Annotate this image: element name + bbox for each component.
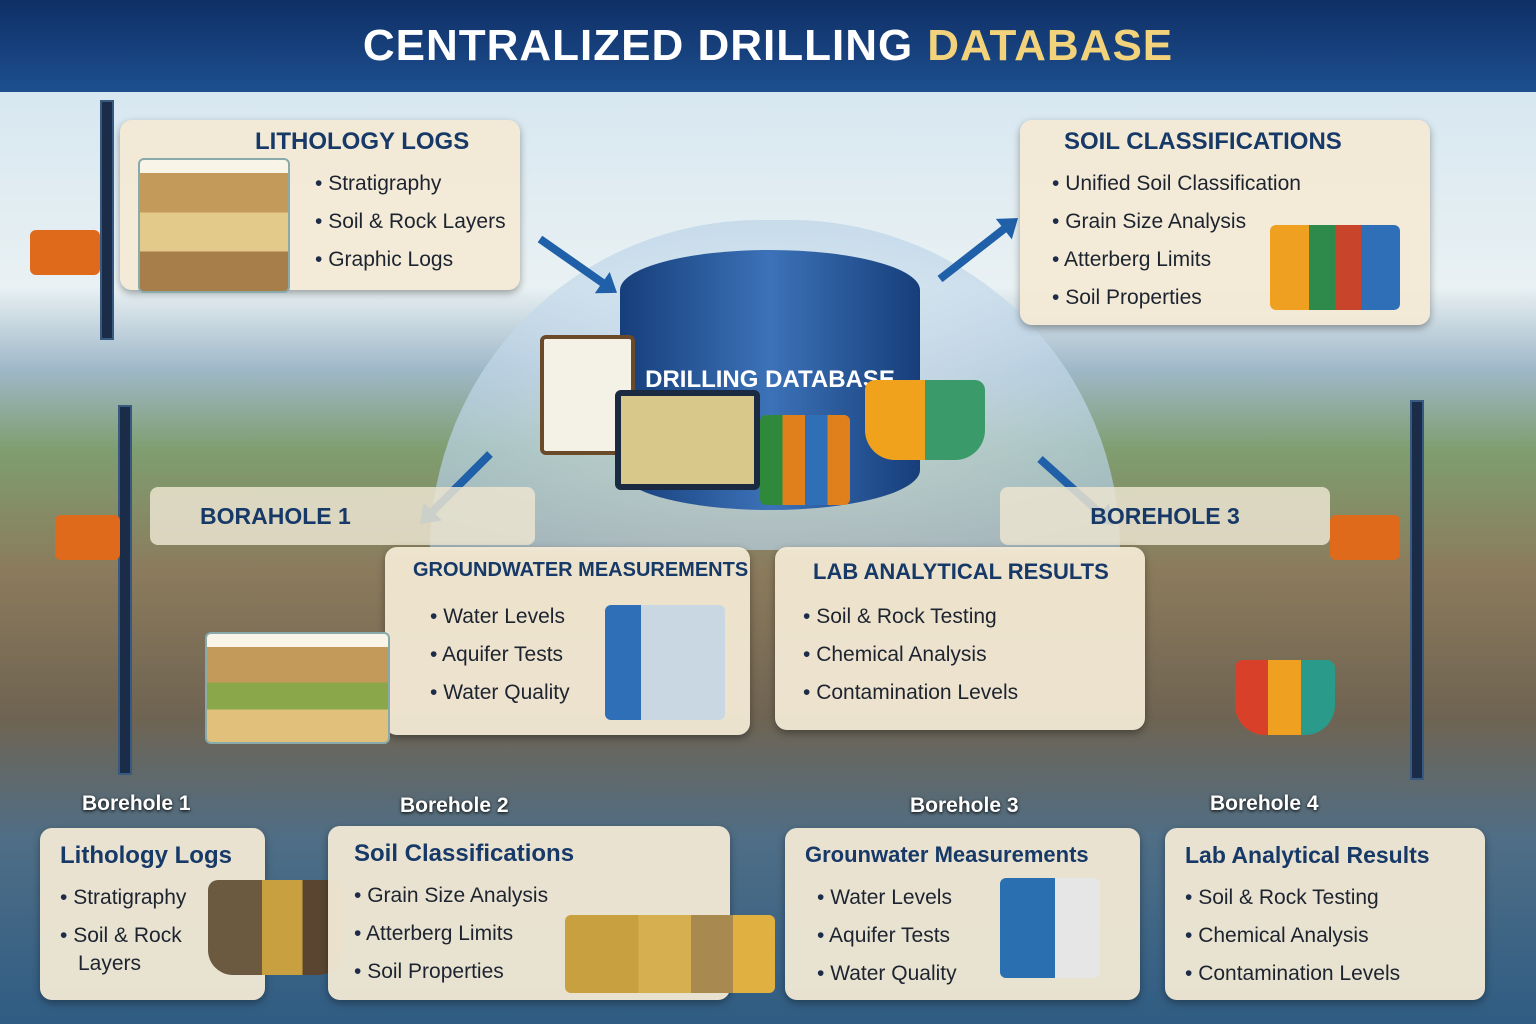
list-item: Soil & Rock Layers xyxy=(315,210,505,234)
title-part1: CENTRALIZED DRILLING xyxy=(362,21,914,70)
drill-rig-icon xyxy=(100,100,114,340)
list-item: Soil & Rock xyxy=(60,924,186,948)
title-part2: DATABASE xyxy=(927,21,1174,70)
list-item: Soil Properties xyxy=(1052,286,1301,310)
panel-title: LITHOLOGY LOGS xyxy=(255,128,470,155)
soil-flasks-icon xyxy=(208,880,343,975)
flask-icon xyxy=(865,380,985,460)
database-label: DRILLING DATABASE xyxy=(645,366,895,393)
log-sheet-icon xyxy=(138,158,290,293)
bar-chart-icon xyxy=(760,415,850,505)
borehole-label-right: BOREHOLE 3 xyxy=(1000,487,1330,545)
borehole-label-text: BORAHOLE 1 xyxy=(200,502,351,529)
title-bar: CENTRALIZED DRILLING DATABASE xyxy=(0,0,1536,92)
borehole-label-text: BOREHOLE 3 xyxy=(1090,502,1240,529)
list-item: Grain Size Analysis xyxy=(1052,210,1301,234)
drill-rig-icon xyxy=(118,405,132,775)
list-item: Chemical Analysis xyxy=(803,643,1018,667)
computer-map-icon xyxy=(615,390,760,490)
list-item: Soil & Rock Testing xyxy=(1185,886,1400,910)
borehole-label-left: BORAHOLE 1 xyxy=(150,487,535,545)
list-item: Chemical Analysis xyxy=(1185,924,1400,948)
flasks-icon xyxy=(1235,660,1335,735)
sample-jars-icon xyxy=(565,915,775,993)
arrow-icon xyxy=(937,223,1010,283)
lithology-logs-panel: LITHOLOGY LOGS Stratigraphy Soil & Rock … xyxy=(120,120,520,293)
excavator-icon xyxy=(30,230,100,275)
bottom-groundwater-panel: Grounwater Measurements Water Levels Aqu… xyxy=(785,828,1140,1000)
water-gauge-icon xyxy=(605,605,725,720)
list-item: Soil Properties xyxy=(354,960,548,984)
panel-title: Lab Analytical Results xyxy=(1185,842,1430,868)
lab-results-panel: LAB ANALYTICAL RESULTS Soil & Rock Testi… xyxy=(775,547,1145,730)
list-item: Contamination Levels xyxy=(803,681,1018,705)
list-item: Atterberg Limits xyxy=(354,922,548,946)
borehole-label: Borehole 3 xyxy=(910,794,1019,817)
list-item: Water Levels xyxy=(817,886,957,910)
panel-title: Soil Classifications xyxy=(354,840,575,867)
excavator-icon xyxy=(55,515,120,560)
log-sheet-icon xyxy=(205,632,390,744)
list-item: Aquifer Tests xyxy=(817,924,957,948)
list-item: Stratigraphy xyxy=(60,886,186,910)
borehole-label: Borehole 4 xyxy=(1210,792,1319,815)
list-item: Atterberg Limits xyxy=(1052,248,1301,272)
groundwater-panel: GROUNDWATER MEASUREMENTS Water Levels Aq… xyxy=(385,547,750,735)
list-item: Graphic Logs xyxy=(315,248,506,272)
panel-title: Lithology Logs xyxy=(60,842,232,869)
list-item: Stratigraphy xyxy=(315,172,506,196)
list-item: Water Levels xyxy=(430,605,570,629)
panel-title: Grounwater Measurements xyxy=(805,842,1089,867)
drill-rig-icon xyxy=(1410,400,1424,780)
list-item: Contamination Levels xyxy=(1185,962,1400,986)
list-item: Water Quality xyxy=(817,962,956,986)
soil-classifications-panel: SOIL CLASSIFICATIONS Unified Soil Classi… xyxy=(1020,120,1430,325)
panel-title: SOIL CLASSIFICATIONS xyxy=(1064,128,1342,155)
borehole-label: Borehole 2 xyxy=(400,794,509,817)
excavator-icon xyxy=(1330,515,1400,560)
list-item: Unified Soil Classification xyxy=(1052,172,1301,196)
water-sample-icon xyxy=(1000,878,1100,978)
borehole-label: Borehole 1 xyxy=(82,792,191,815)
list-item: Soil & Rock Testing xyxy=(803,605,1018,629)
list-item: Layers xyxy=(78,952,142,975)
panel-title: LAB ANALYTICAL RESULTS xyxy=(813,559,1109,584)
list-item: Water Quality xyxy=(430,681,569,705)
bottom-lab-panel: Lab Analytical Results Soil & Rock Testi… xyxy=(1165,828,1485,1000)
test-tubes-icon xyxy=(1270,225,1400,310)
list-item: Grain Size Analysis xyxy=(354,884,548,908)
panel-title: GROUNDWATER MEASUREMENTS xyxy=(413,559,749,581)
list-item: Aquifer Tests xyxy=(430,643,570,667)
